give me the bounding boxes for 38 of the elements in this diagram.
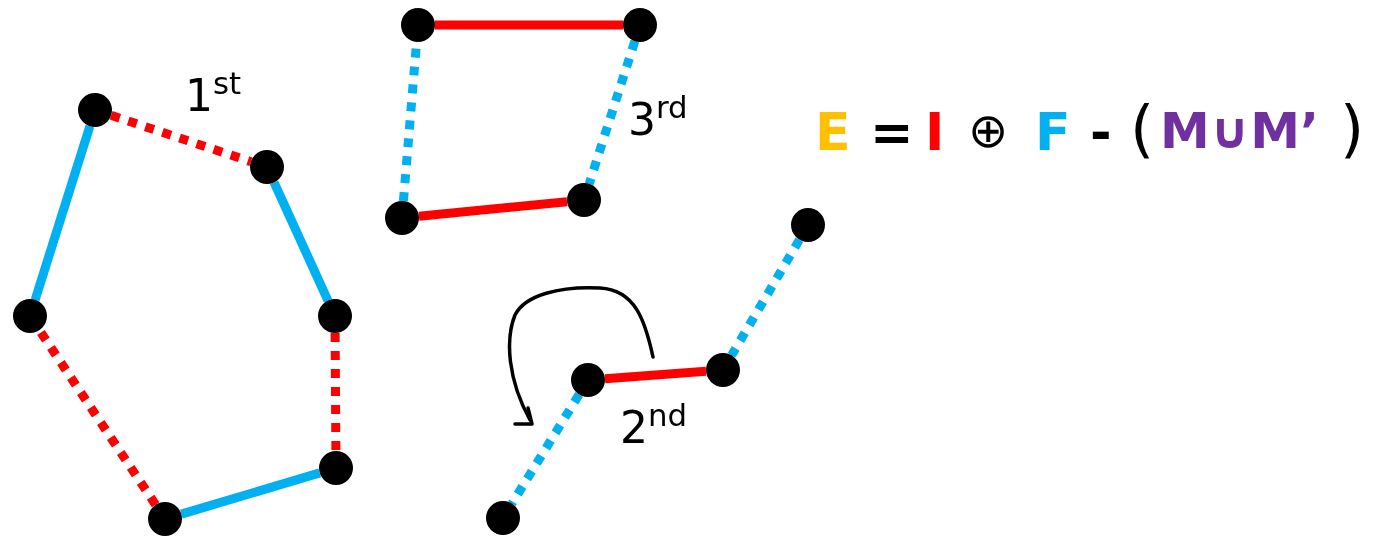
vertex-dot [319, 451, 353, 485]
vertex-dot [318, 299, 352, 333]
order-label: 3$^{rd}$ [628, 92, 688, 142]
vertex-dot [250, 150, 284, 184]
order-label: 2$^{nd}$ [620, 400, 688, 450]
vertex-dot [486, 501, 520, 535]
dashed-line [330, 332, 341, 452]
formula-symbol: E [815, 106, 851, 158]
line-segment [435, 20, 623, 30]
line-segment [180, 468, 321, 519]
vertex-dot [148, 502, 182, 536]
dashed-line [35, 327, 160, 508]
vertex-dot [623, 8, 657, 42]
vertex-dot [791, 208, 825, 242]
formula-symbol: F [1035, 106, 1071, 158]
formula-symbol: ⊕ [968, 106, 1009, 154]
vertex-dot [78, 93, 112, 127]
line-segment [269, 180, 333, 303]
formula-symbol: I [925, 106, 945, 158]
dashed-line [727, 237, 804, 358]
vertex-dot [567, 183, 601, 217]
dashed-line [584, 39, 640, 186]
order-label: 1$^{st}$ [185, 68, 242, 118]
vertex-dot [706, 353, 740, 387]
formula-symbol: ) [1340, 98, 1365, 160]
formula-symbol: - [1090, 106, 1112, 158]
formula-symbol: ( [1130, 98, 1155, 160]
vertex-dot [571, 363, 605, 397]
vertex-dot [401, 8, 435, 42]
line-segment [30, 124, 95, 302]
vertex-dot [13, 299, 47, 333]
formula-symbol: M∪M’ [1160, 106, 1320, 156]
formula-symbol: = [870, 106, 914, 158]
line-segment [418, 197, 568, 221]
dashed-line [508, 392, 583, 506]
vertex-dot [385, 201, 419, 235]
line-segment [604, 366, 707, 384]
dashed-line [109, 111, 253, 166]
